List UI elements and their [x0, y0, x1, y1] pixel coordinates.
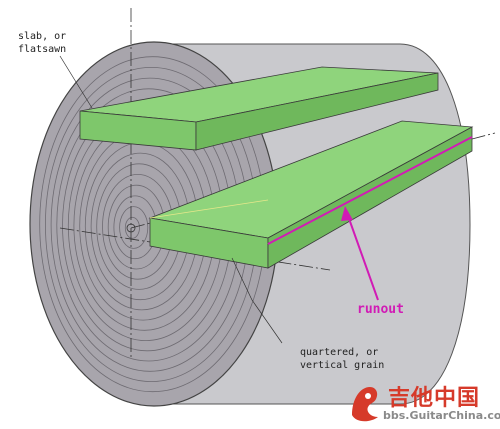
quartered-label-line-2: vertical grain	[300, 360, 385, 371]
growth-ring	[124, 216, 140, 239]
quartered-leader-line	[231, 257, 283, 344]
grain-guide-line	[149, 199, 269, 219]
runout-arrow-line	[346, 212, 379, 301]
log-center-mark	[126, 223, 136, 233]
growth-ring	[119, 206, 149, 249]
slab-label: slab, or flatsawn	[18, 30, 66, 56]
runout-grain-line	[267, 136, 473, 245]
watermark-logo-icon	[352, 387, 378, 422]
watermark-url-text: bbs.GuitarChina.com	[383, 409, 500, 422]
quartered-label-line-1: quartered, or	[300, 347, 379, 358]
slab-label-line-1: slab, or	[18, 31, 67, 42]
quartered-label: quartered, or vertical grain	[300, 346, 384, 372]
watermark-chinese-text: 吉他中国	[388, 386, 481, 411]
runout-label: runout	[357, 302, 404, 317]
slab-label-line-2: flatsawn	[18, 44, 67, 55]
slab-leader-line	[59, 55, 93, 109]
slab-board-side	[195, 72, 439, 151]
runout-arrowhead	[341, 206, 353, 221]
quartered-board-side	[267, 126, 473, 269]
